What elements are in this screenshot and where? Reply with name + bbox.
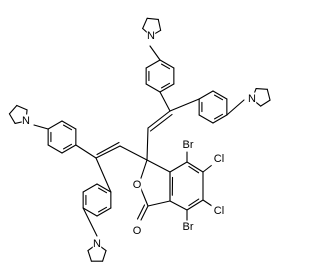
n-aryl-bond [33,124,49,130]
ring-oxygen-label: O [133,179,142,191]
carbonyl-oxygen-label-mask [132,224,142,238]
chlorine-label-lower-mask [211,204,227,218]
nitrogen-label-top-mask [146,29,156,43]
benzo-ring-bond [186,199,204,211]
chloro-bond [202,199,213,207]
bromine-label-top-mask [180,138,196,152]
upper-phenyl-a-ring-bond [145,59,161,69]
nitrogen-label-left-mask [21,114,31,128]
bromine-label-bottom-mask [180,220,196,234]
upper-phenyl-b-ring-bond [212,114,228,124]
left-phenyl-b-ring-bond [82,183,98,193]
upper-phenyl-b-ring-double-bond [214,94,224,101]
left-phenyl-b-ring-double-bond [98,206,108,213]
pyrrolidine-bottom-ring-bond [87,250,92,262]
n-aryl-bond [149,45,161,61]
pyrrolidine-top-ring-bond [157,18,162,31]
upper-phenyl-a-ring-double-bond [161,63,171,70]
n-aryl-bond [226,99,245,116]
left-phenyl-b-ring-bond [96,207,112,217]
left-phenyl-b-ring-bond [82,207,98,217]
upper-phenyl-a-ring-bond [145,83,161,93]
pyrrolidine-right-ring-bond [266,88,271,101]
lactone-ring-bond [146,159,171,173]
aryl-link-bond [75,144,97,159]
left-phenyl-a-ring-double-bond [63,124,73,131]
aryl-link-bond [95,157,112,193]
benzo-ring-bond [186,161,204,173]
pyrrolidine-left-ring-bond [8,104,18,115]
chlorine-label-upper-mask [211,152,227,166]
left-phenyl-a-ring-bond [47,120,63,130]
benzo-double-bond [188,165,200,174]
chloro-bond [202,164,213,173]
left-phenyl-b-ring-double-bond [98,187,108,194]
upper-vinyl-double-bond [147,110,171,129]
ring-oxygen-label-mask [132,178,142,192]
upper-phenyl-b-ring-bond [198,90,214,100]
benzo-ring-bond [169,161,188,173]
chlorine-label-upper: Cl [214,153,224,165]
carbonyl-bond [140,205,149,221]
upper-phenyl-a-ring-double-bond [161,82,171,89]
carbonyl-double-bond [136,204,146,220]
pyrrolidine-left-ring-bond [16,104,28,111]
left-phenyl-a-ring-bond [61,144,77,154]
nitrogen-label-bottom-mask [92,237,102,251]
lactone-ring-bond [147,200,171,207]
left-vinyl-link-bond [119,145,148,161]
left-vinyl-double-bond-inner [96,141,120,156]
upper-phenyl-a-ring-bond [159,59,175,69]
upper-vinyl-link-bond [146,127,149,161]
benzo-ring-bond [169,200,188,211]
bromine-label-bottom: Br [183,221,194,233]
aryl-link-bond [169,98,200,112]
nitrogen-label-right-mask [247,92,257,106]
pyrrolidine-top-ring-bond [142,17,148,30]
pyrrolidine-top-ring-bond [146,17,159,20]
left-phenyl-b-ring-bond [96,183,112,193]
upper-phenyl-b-ring-double-bond [214,113,224,120]
left-phenyl-a-ring-double-bond [63,143,73,150]
left-vinyl-double-bond [95,145,121,159]
nitrogen-label-right: N [248,93,256,105]
pyrrolidine-right-ring-bond [255,88,268,90]
left-phenyl-a-ring-bond [61,120,77,130]
nitrogen-label-top: N [147,30,155,42]
bromine-label-top: Br [183,139,194,151]
label-masks [21,29,257,251]
upper-phenyl-a-ring-bond [159,83,175,93]
nitrogen-label-left: N [22,115,30,127]
benzo-double-bond [188,198,200,207]
upper-phenyl-b-ring-bond [212,90,228,100]
n-aryl-bond [82,207,98,237]
left-phenyl-a-ring-bond [47,144,63,154]
pyrrolidine-bottom-ring-bond [102,250,107,262]
chlorine-label-lower: Cl [214,205,224,217]
aryl-link-bond [159,91,171,112]
carbonyl-oxygen-label: O [133,225,142,237]
upper-phenyl-b-ring-bond [198,114,214,124]
upper-vinyl-double-bond-inner [149,113,173,132]
nitrogen-label-bottom: N [93,238,101,250]
pyrrolidine-left-ring-bond [8,113,16,125]
pyrrolidine-right-ring-bond [260,99,271,107]
